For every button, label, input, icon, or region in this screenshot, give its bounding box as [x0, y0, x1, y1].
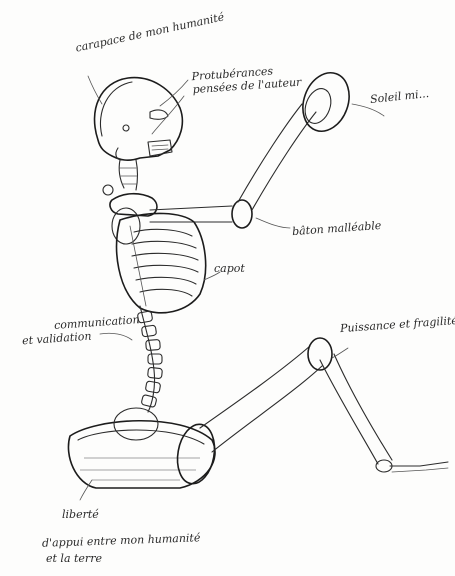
pelvis [68, 408, 218, 488]
right-leg [200, 338, 448, 472]
spine [137, 306, 162, 412]
annotation-terre: et la terre [46, 552, 102, 565]
rib-cage [117, 213, 206, 312]
annotation-liberte: liberté [62, 508, 99, 521]
skull [95, 78, 183, 161]
neck [103, 160, 138, 195]
annotation-capot: capot [214, 262, 245, 275]
